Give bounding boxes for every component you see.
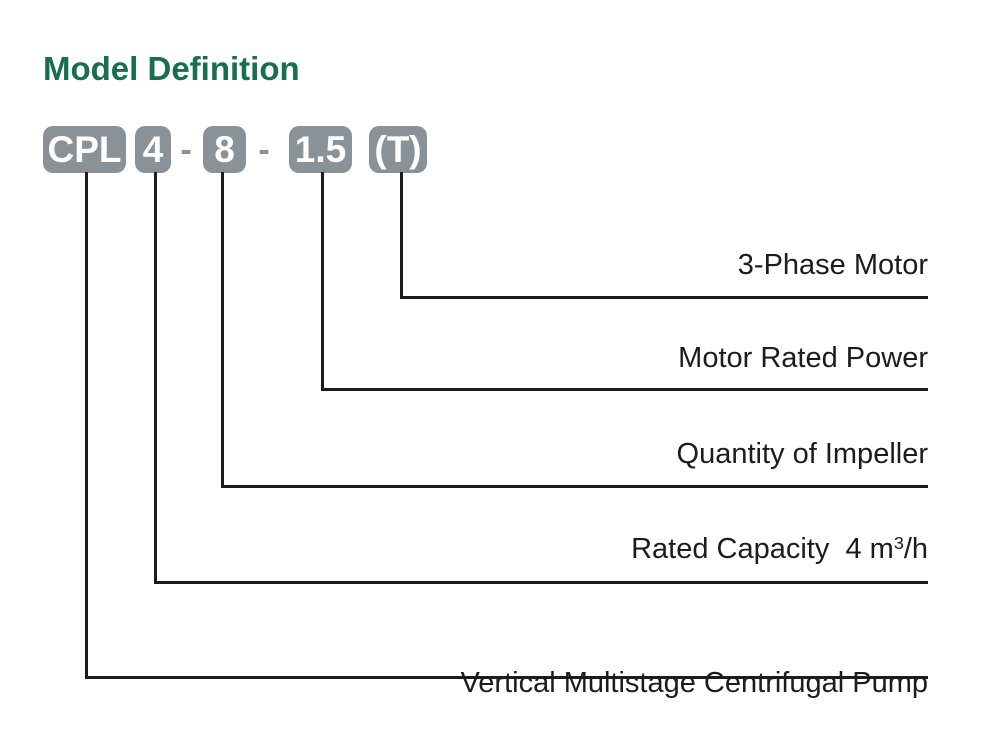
model-segment-series: CPL [43, 126, 126, 173]
capacity-label-prefix: Rated Capacity 4 m [631, 533, 894, 565]
connector-vertical-power [321, 172, 324, 391]
separator-dash: - [258, 130, 270, 169]
connector-horizontal-series [85, 676, 928, 679]
connector-horizontal-power [321, 388, 928, 391]
capacity-label-suffix: /h [903, 533, 928, 565]
connector-horizontal-phase [400, 296, 928, 299]
model-segment-power: 1.5 [289, 126, 352, 173]
separator-dash: - [180, 130, 192, 169]
callout-label-impellers: Quantity of Impeller [676, 438, 928, 470]
callout-label-series: Vertical Multistage Centrifugal Pump (Bo… [461, 598, 928, 755]
capacity-label-superscript: 3 [893, 533, 904, 553]
callout-label-phase: 3-Phase Motor [737, 249, 928, 281]
connector-horizontal-impellers [221, 485, 928, 488]
connector-horizontal-capacity [154, 581, 928, 584]
model-segment-phase: (T) [369, 126, 427, 173]
callout-label-capacity: Rated Capacity 4 m3/h [631, 532, 928, 566]
connector-vertical-capacity [154, 172, 157, 584]
connector-vertical-phase [400, 172, 403, 299]
model-segment-capacity: 4 [135, 126, 171, 173]
connector-vertical-series [85, 172, 88, 679]
series-label-line1: Vertical Multistage Centrifugal Pump [460, 667, 928, 699]
page-title: Model Definition [43, 50, 300, 87]
callout-label-power: Motor Rated Power [678, 342, 928, 374]
model-segment-impellers: 8 [203, 126, 246, 173]
connector-vertical-impellers [221, 172, 224, 488]
